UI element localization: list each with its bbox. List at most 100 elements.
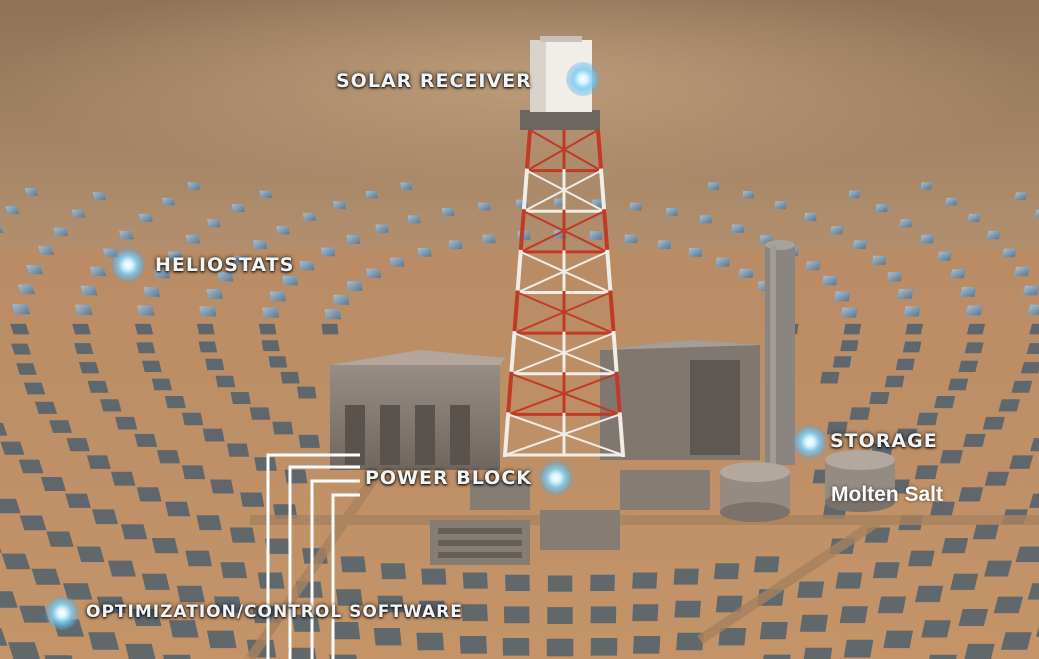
heliostat-mirror — [1027, 304, 1039, 315]
heliostat-mirror — [365, 191, 378, 199]
heliostat-mirror — [941, 538, 969, 554]
heliostat-mirror — [206, 630, 237, 649]
tower-strut — [518, 209, 526, 255]
heliostat-mirror — [715, 257, 730, 267]
heliostat-mirror — [820, 371, 840, 384]
glow-marker-receiver — [566, 62, 600, 96]
heliostat-mirror — [115, 416, 138, 430]
heliostat-mirror — [462, 572, 488, 589]
heliostat-mirror — [380, 563, 407, 580]
heliostat-mirror — [1027, 583, 1039, 600]
heliostat-mirror — [835, 572, 863, 589]
heliostat-mirror — [959, 287, 977, 297]
heliostat-mirror — [0, 498, 21, 514]
heliostat-mirror — [926, 654, 958, 659]
heliostat-mirror — [761, 654, 791, 659]
heliostat-mirror — [88, 632, 120, 650]
heliostat-mirror — [96, 596, 127, 614]
heliostat-mirror — [459, 636, 488, 654]
heliostat-mirror — [346, 235, 361, 244]
heliostat-mirror — [24, 188, 39, 196]
heliostat-mirror — [1030, 438, 1039, 452]
heliostat-mirror — [377, 595, 405, 613]
heliostat-mirror — [280, 371, 300, 384]
tower-strut — [516, 250, 609, 294]
heliostat-mirror — [153, 269, 170, 279]
glow-marker-power-block — [539, 461, 573, 495]
heliostat-mirror — [12, 304, 31, 315]
heliostat-mirror — [416, 632, 444, 651]
heliostat-mirror — [0, 422, 8, 436]
heliostat-mirror — [185, 550, 213, 567]
heliostat-mirror — [181, 465, 206, 480]
heliostat-mirror — [843, 639, 874, 658]
tower-strut — [522, 169, 603, 213]
heliostat-mirror — [840, 307, 858, 318]
heliostat-mirror — [897, 289, 914, 299]
heliostat-mirror — [185, 235, 201, 244]
heliostat-mirror — [950, 573, 979, 590]
heliostat-mirror — [296, 386, 317, 399]
heliostat-mirror — [632, 604, 659, 622]
heliostat-mirror — [921, 620, 951, 638]
tower-strut — [611, 330, 619, 376]
heliostat-mirror — [49, 420, 72, 433]
heliostat-mirror — [826, 421, 848, 435]
heliostat-mirror — [252, 240, 268, 249]
tower-strut — [509, 331, 615, 376]
heliostat-mirror — [74, 304, 93, 315]
heliostat-mirror — [1009, 455, 1034, 469]
tower-strut — [515, 249, 523, 295]
heliostat-mirror — [914, 465, 939, 480]
heliostat-mirror — [984, 471, 1010, 486]
heliostat-mirror — [1011, 380, 1033, 393]
heliostat-mirror — [1029, 493, 1039, 508]
heliostat-mirror — [299, 261, 315, 271]
heliostat-mirror — [1014, 192, 1028, 200]
heliostat-mirror — [963, 643, 995, 659]
tower-strut — [617, 412, 626, 458]
heliostat-mirror — [875, 204, 889, 213]
heliostat-mirror — [167, 251, 184, 261]
solar-tower — [502, 127, 626, 458]
heliostat-mirror — [965, 305, 983, 316]
heliostat-mirror — [665, 208, 678, 216]
tower-strut — [509, 372, 622, 416]
heliostat-mirror — [1022, 285, 1039, 296]
heliostat-mirror — [272, 421, 294, 435]
heliostat-mirror — [742, 191, 755, 199]
heliostat-mirror — [0, 441, 25, 455]
tower-strut — [525, 169, 606, 213]
heliostat-mirror — [268, 356, 288, 368]
heliostat-mirror — [151, 378, 173, 391]
heliostat-mirror — [936, 251, 953, 261]
heliostat-mirror — [176, 585, 205, 603]
heliostat-mirror — [804, 212, 818, 221]
heliostat-mirror — [199, 306, 217, 317]
heliostat-mirror — [553, 230, 567, 239]
heliostat-mirror — [46, 531, 74, 547]
heliostat-mirror — [125, 643, 157, 659]
heliostat-mirror — [151, 538, 179, 554]
heliostat-mirror — [76, 546, 105, 562]
heliostat-mirror — [883, 630, 914, 649]
heliostat-mirror — [206, 289, 223, 299]
tower-strut — [513, 291, 612, 335]
heliostat-mirror — [753, 556, 780, 573]
heliostat-mirror — [676, 632, 704, 651]
power-block-building — [330, 350, 505, 470]
heliostat-mirror — [1013, 266, 1030, 277]
heliostat-mirror — [259, 190, 272, 199]
heliostat-mirror — [632, 572, 658, 589]
heliostat-mirror — [417, 248, 432, 257]
tower-strut — [598, 168, 607, 214]
heliostat-mirror — [624, 234, 638, 244]
heliostat-mirror — [86, 455, 111, 469]
heliostat-mirror — [715, 595, 743, 613]
heliostat-mirror — [1, 553, 31, 570]
storage-tanks — [720, 450, 895, 522]
heliostat-mirror — [899, 219, 914, 228]
heliostat-mirror — [871, 255, 887, 265]
heliostat-mirror — [324, 309, 342, 320]
tower-strut — [525, 128, 600, 172]
